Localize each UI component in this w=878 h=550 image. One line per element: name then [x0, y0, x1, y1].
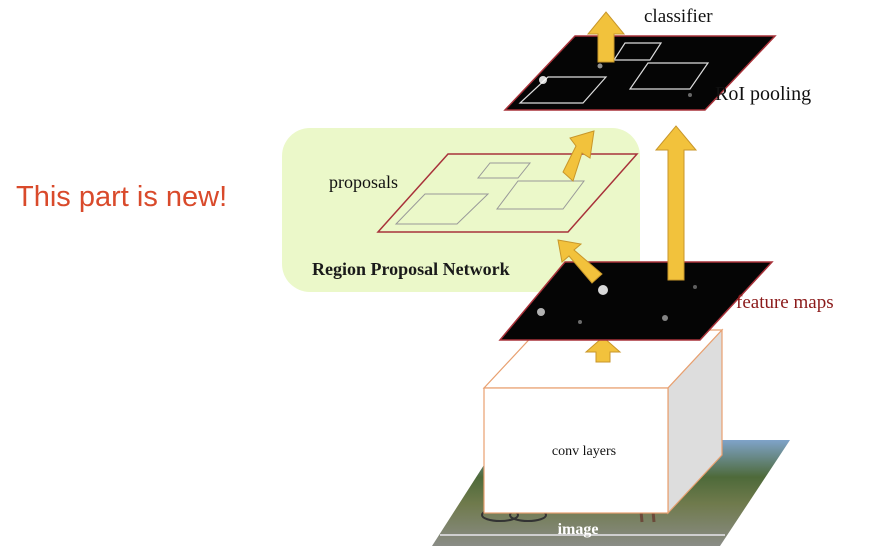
image-label: image [558, 521, 599, 538]
proposals-label: proposals [329, 172, 398, 192]
classifier-label: classifier [644, 6, 713, 27]
arrow-to-classifier [586, 11, 626, 63]
arrow-conv-to-features [584, 336, 622, 363]
rpn-highlight [282, 128, 640, 292]
roi-pooling-plane [503, 35, 777, 111]
new-part-note: This part is new! [16, 181, 227, 213]
arrow-features-to-proposals [557, 239, 603, 284]
arrow-proposals-to-roi [562, 130, 595, 182]
conv-layers-box: conv layers [482, 328, 724, 515]
conv-layers-label: conv layers [552, 444, 616, 459]
roi-pooling-label: RoI pooling [715, 83, 811, 105]
feature-maps-label: feature maps [736, 292, 834, 313]
feature-maps-plane [498, 261, 774, 341]
rpn-title: Region Proposal Network [312, 259, 510, 279]
arrow-features-to-roi [654, 125, 698, 281]
